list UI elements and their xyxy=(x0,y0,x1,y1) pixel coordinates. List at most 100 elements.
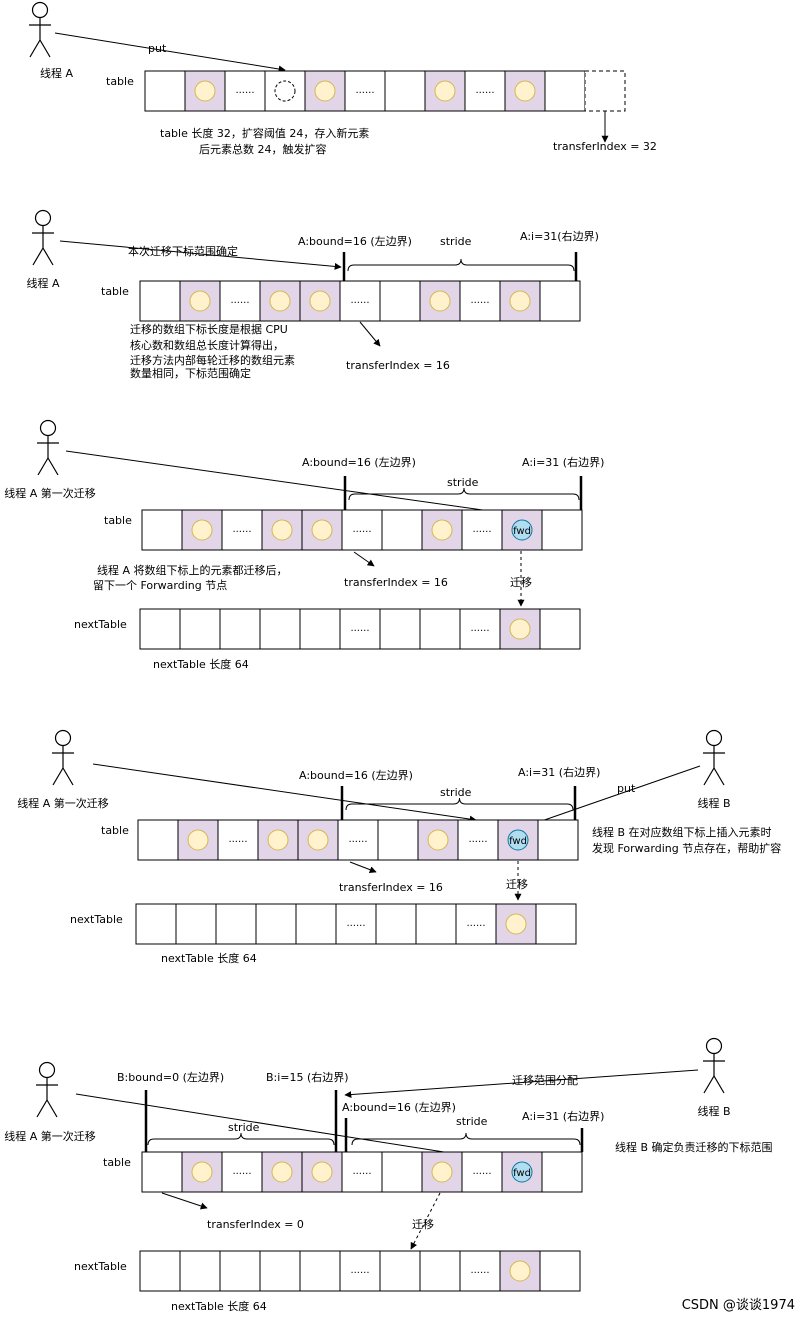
table-row-cell xyxy=(379,280,421,322)
ellipsis-label: ...... xyxy=(350,1265,369,1276)
table-row-cell xyxy=(461,509,503,551)
new-slot-icon xyxy=(274,80,296,102)
next-table-row-cell xyxy=(255,903,297,945)
actor-right-leg xyxy=(46,1099,58,1118)
actor-right-leg xyxy=(47,457,59,476)
thread-a-actor xyxy=(36,1061,58,1118)
next-table-length-label: nextTable 长度 64 xyxy=(153,657,249,671)
node-icon xyxy=(509,290,531,312)
ellipsis-label: ...... xyxy=(235,85,254,96)
thread-a-label: 线程 A 第一次迁移 xyxy=(4,486,96,500)
actor-left-leg xyxy=(703,1075,715,1094)
next-table-row-cell xyxy=(379,1250,421,1292)
thread-b-actor xyxy=(703,1037,725,1094)
table-row-cell xyxy=(459,280,501,322)
actor-head xyxy=(34,209,52,227)
table-row-cell xyxy=(539,280,581,322)
next-table-length-label: nextTable 长度 64 xyxy=(161,951,257,965)
table-row-cell xyxy=(181,509,223,551)
next-table-row-cell xyxy=(179,1250,221,1292)
table-row-cell xyxy=(541,1151,583,1193)
thread-b-actor xyxy=(703,729,725,786)
transfer-index-label: transferIndex = 16 xyxy=(344,576,448,589)
node-icon xyxy=(431,1161,453,1183)
migrate-arrow xyxy=(65,450,519,518)
transfer-index-label: transferIndex = 0 xyxy=(207,1218,304,1231)
node-icon xyxy=(514,80,536,102)
node-icon xyxy=(505,913,527,935)
thread-b-label: 线程 B xyxy=(697,796,730,810)
thread-a-actor xyxy=(52,729,74,786)
transfer-index-label: transferIndex = 32 xyxy=(553,140,657,153)
ellipsis-label: ...... xyxy=(350,295,369,306)
assign-range-label: 迁移范围分配 xyxy=(512,1073,578,1087)
next-table-label: nextTable xyxy=(74,618,127,631)
put-arrow xyxy=(54,32,286,73)
forwarding-node-icon xyxy=(511,1161,533,1183)
b-stride-brace xyxy=(147,1132,335,1146)
table-row-cell xyxy=(141,509,183,551)
assign-range-arrow xyxy=(344,1069,699,1099)
thread-a-label: 线程 A 第一次迁移 xyxy=(4,1129,96,1143)
actor-head xyxy=(31,1,49,19)
next-table-row-cell xyxy=(219,608,261,650)
stride-label: stride xyxy=(440,235,472,248)
bound-label: A:bound=16 (左边界) xyxy=(342,1101,456,1114)
actor-head xyxy=(54,729,72,747)
transfer-index-arrow xyxy=(359,321,381,347)
s1-note: 后元素总数 24，触发扩容 xyxy=(199,142,327,156)
table-row-cell xyxy=(184,70,226,112)
stride-brace xyxy=(351,1132,581,1146)
node-icon xyxy=(187,829,209,851)
table-row-cell xyxy=(457,819,499,861)
stride-label: stride xyxy=(456,1115,488,1128)
next-table-row-cell xyxy=(139,608,181,650)
put-arrow xyxy=(529,765,701,827)
ellipsis-label: ...... xyxy=(230,295,249,306)
b-bound-label: B:bound=0 (左边界) xyxy=(117,1071,224,1084)
node-icon xyxy=(189,290,211,312)
next-table-row-cell xyxy=(339,608,381,650)
i-label: A:i=31 (右边界) xyxy=(522,455,604,469)
node-icon xyxy=(509,1260,531,1282)
table-row-cell xyxy=(144,70,186,112)
next-table-row-cell xyxy=(459,1250,501,1292)
node-icon xyxy=(269,290,291,312)
table-row-cell xyxy=(541,509,583,551)
stride-label: stride xyxy=(228,1121,260,1134)
connector-layer xyxy=(54,32,701,1250)
table-row-cell xyxy=(139,280,181,322)
ellipsis-label: ...... xyxy=(232,524,251,535)
stride-label: stride xyxy=(447,476,479,489)
table-row-cell xyxy=(384,70,426,112)
thread-b-label: 线程 B xyxy=(697,1104,730,1118)
node-icon xyxy=(271,1161,293,1183)
next-table-row-cell xyxy=(379,608,421,650)
next-table-row-cell xyxy=(335,903,377,945)
watermark-text: CSDN @谈谈1974 xyxy=(682,1298,795,1313)
thread-a-label: 线程 A 第一次迁移 xyxy=(17,796,109,810)
thread-a-actor xyxy=(29,1,51,58)
actor-left-leg xyxy=(703,767,715,786)
actor-left-leg xyxy=(37,457,49,476)
i-label: A:i=31 (右边界) xyxy=(518,765,600,779)
s4-note: 线程 B 在对应数组下标上插入元素时 xyxy=(592,825,772,839)
actor-right-leg xyxy=(39,39,51,58)
ellipsis-label: ...... xyxy=(346,918,365,929)
table-row-cell xyxy=(219,280,261,322)
next-table-row-cell xyxy=(455,903,497,945)
actor-right-leg xyxy=(713,1075,725,1094)
next-table-row-cell xyxy=(415,903,457,945)
stride-label: stride xyxy=(440,786,472,799)
next-table-row-cell xyxy=(259,608,301,650)
node-icon xyxy=(307,829,329,851)
actor-right-leg xyxy=(713,767,725,786)
table-row-cell xyxy=(181,1151,223,1193)
migrate-label: 迁移 xyxy=(412,1218,434,1231)
put-label: put xyxy=(617,782,636,795)
table-row-cell xyxy=(141,1151,183,1193)
actor-right-leg xyxy=(62,767,74,786)
put-label: put xyxy=(148,42,167,55)
node-icon xyxy=(194,80,216,102)
ellipsis-label: ...... xyxy=(232,1166,251,1177)
